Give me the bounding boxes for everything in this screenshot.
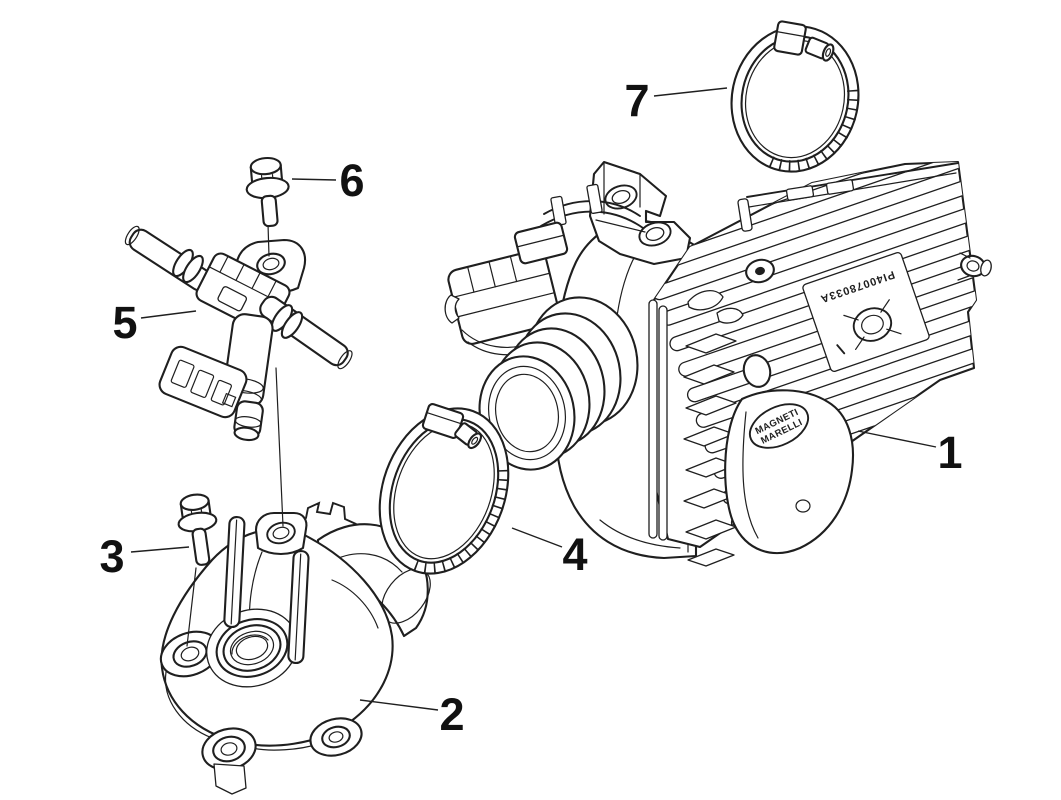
lower-hose-clamp <box>378 403 510 575</box>
callout-5-label: 5 <box>112 297 137 348</box>
callout-3-leader <box>130 546 190 553</box>
callout-2-leader <box>359 699 439 711</box>
injector-nozzle <box>233 400 264 442</box>
manifold-boss-bottom <box>201 727 257 795</box>
throttle-bore <box>478 296 639 471</box>
clamp-screw <box>454 422 483 450</box>
axis-bolt3-to-boss <box>186 567 197 647</box>
callout-7-label: 7 <box>624 75 649 126</box>
intake-manifold <box>159 501 431 795</box>
marking-panel: PI40078033A <box>802 252 930 372</box>
fin-end-chevrons <box>683 333 737 567</box>
manifold-bolt <box>177 493 218 566</box>
mounting-bracket <box>588 160 692 266</box>
callout-5-leader <box>140 310 197 319</box>
callout-6-label: 6 <box>339 155 364 206</box>
callout-5: 5 <box>112 297 197 348</box>
axis-bolt6-to-tab <box>267 223 270 257</box>
callout-2-label: 2 <box>439 689 464 740</box>
upper-hose-clamp <box>730 20 860 173</box>
injector-connector <box>158 345 248 419</box>
manifold-top-ear <box>254 501 357 556</box>
finned-cover: PI40078033A MAGNETI MARELLI <box>648 160 992 567</box>
fuel-injector <box>124 225 353 442</box>
callout-7: 7 <box>624 75 728 126</box>
callout-4-leader <box>511 527 563 548</box>
callout-4-label: 4 <box>562 529 587 580</box>
clamp-screw-housing <box>773 20 807 56</box>
clamp-screw <box>804 36 835 62</box>
callout-1: 1 <box>857 427 963 478</box>
callout-6-leader <box>291 178 337 181</box>
callout-6: 6 <box>291 155 365 206</box>
callout-3: 3 <box>99 531 190 582</box>
side-screw-boss <box>957 252 992 281</box>
callout-1-leader <box>857 430 937 448</box>
injector-bolt <box>245 156 290 228</box>
clamp-band-slots <box>766 89 860 173</box>
badge-disc: MAGNETI MARELLI <box>724 389 854 555</box>
shaft-emblem <box>843 299 902 351</box>
manifold-boss-right <box>309 717 363 757</box>
callout-1-label: 1 <box>937 427 962 478</box>
manifold-studs <box>223 516 310 665</box>
throttle-body: PI40078033A MAGNETI MARELLI <box>444 160 992 567</box>
face-port <box>742 354 772 388</box>
callout-7-leader <box>653 87 728 97</box>
callout-3-label: 3 <box>99 531 124 582</box>
axis-injector-to-manifold <box>275 367 284 527</box>
callout-4: 4 <box>511 527 588 580</box>
top-rail <box>737 162 959 284</box>
callout-2: 2 <box>359 689 465 740</box>
